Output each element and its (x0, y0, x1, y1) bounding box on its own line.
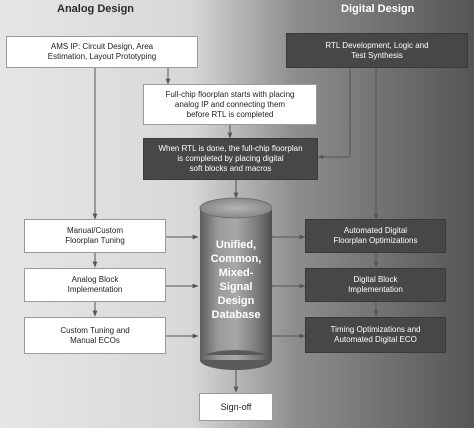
timing-opt-line-1: Timing Optimizations and (330, 325, 421, 334)
ams-ip-box: AMS IP: Circuit Design, Area Estimation,… (6, 36, 198, 68)
signoff-label: Sign-off (220, 402, 252, 412)
floorplan-complete-box: When RTL is done, the full-chip floorpla… (143, 138, 318, 180)
database-line-5: Design (217, 295, 255, 307)
floorplan-complete-line-2: is completed by placing digital (177, 154, 284, 163)
signoff-box: Sign-off (199, 393, 273, 421)
database-line-2: Common, (210, 253, 262, 265)
ams-ip-line-2: Estimation, Layout Prototyping (47, 52, 157, 61)
auto-floorplan-line-2: Floorplan Optimizations (333, 236, 418, 245)
timing-opt-line-2: Automated Digital ECO (334, 335, 417, 344)
custom-tuning-line-2: Manual ECOs (70, 335, 120, 345)
database-line-4: Signal (219, 281, 253, 293)
floorplan-complete-line-1: When RTL is done, the full-chip floorpla… (158, 144, 303, 153)
analog-block-box: Analog Block Implementation (24, 268, 166, 302)
digital-block-box: Digital Block Implementation (305, 268, 446, 302)
digital-block-line-1: Digital Block (353, 275, 398, 284)
manual-floorplan-line-1: Manual/Custom (66, 226, 124, 235)
rtl-line-1: RTL Development, Logic and (325, 40, 429, 50)
custom-tuning-box: Custom Tuning and Manual ECOs (24, 317, 166, 354)
floorplan-complete-line-3: soft blocks and macros (189, 164, 272, 173)
analog-design-title: Analog Design (57, 3, 135, 15)
floorplan-start-box: Full-chip floorplan starts with placing … (143, 84, 317, 125)
auto-floorplan-line-1: Automated Digital (343, 226, 408, 235)
manual-floorplan-line-2: Floorplan Tuning (65, 236, 125, 245)
digital-block-line-2: Implementation (348, 285, 403, 294)
auto-floorplan-box: Automated Digital Floorplan Optimization… (305, 219, 446, 253)
database-line-3: Mixed- (218, 267, 254, 279)
database-label: Unified, Common, Mixed- Signal Design Da… (200, 238, 272, 322)
database-cylinder (199, 197, 273, 370)
floorplan-start-line-3: before RTL is completed (186, 109, 274, 119)
timing-optimization-box: Timing Optimizations and Automated Digit… (305, 317, 446, 353)
rtl-development-box: RTL Development, Logic and Test Synthesi… (286, 33, 468, 68)
floorplan-start-line-1: Full-chip floorplan starts with placing (165, 89, 295, 99)
analog-block-line-1: Analog Block (71, 275, 119, 284)
ams-ip-line-1: AMS IP: Circuit Design, Area (50, 42, 154, 51)
custom-tuning-line-1: Custom Tuning and (60, 325, 130, 335)
manual-floorplan-box: Manual/Custom Floorplan Tuning (24, 219, 166, 253)
floorplan-start-line-2: analog IP and connecting them (174, 99, 286, 109)
rtl-line-2: Test Synthesis (351, 50, 403, 60)
arrow-rtl-to-floorplan-complete (317, 68, 351, 160)
analog-block-line-2: Implementation (67, 285, 123, 294)
digital-design-title: Digital Design (341, 3, 415, 15)
database-line-1: Unified, (215, 239, 257, 251)
database-line-6: Database (211, 309, 261, 321)
